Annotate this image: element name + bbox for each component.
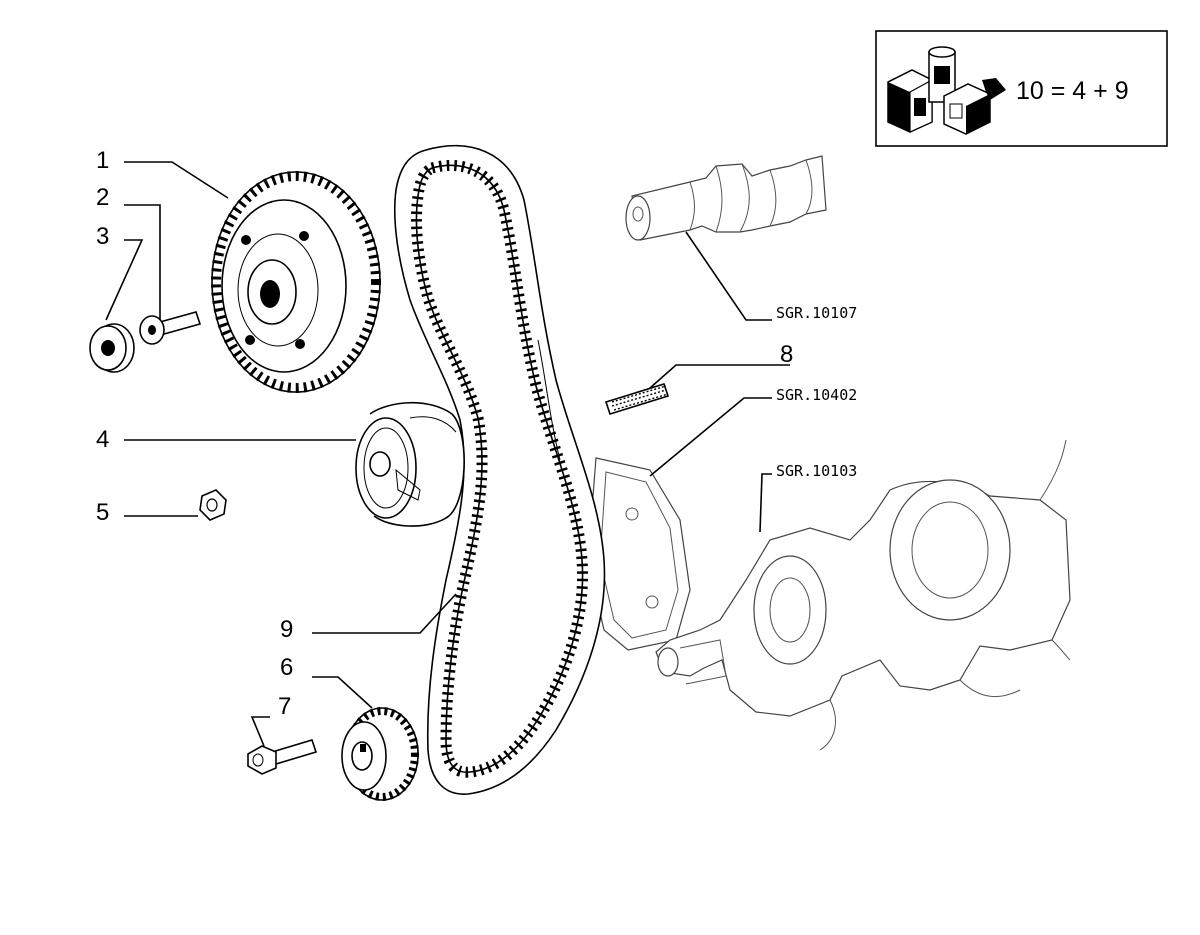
ref-camshaft: SGR.10107 xyxy=(776,304,857,322)
callout-9: 9 xyxy=(280,616,293,643)
crankshaft-pulley xyxy=(341,707,419,801)
callout-4: 4 xyxy=(96,426,109,453)
kit-formula: 10 = 4 + 9 xyxy=(1016,77,1129,105)
callout-numbers: 1 2 3 4 5 6 7 8 9 xyxy=(96,147,793,720)
parts-kit-icon xyxy=(887,46,1006,135)
timing-belt xyxy=(393,144,606,795)
callout-7: 7 xyxy=(278,693,291,720)
camshaft-pulley xyxy=(211,171,381,393)
callout-6: 6 xyxy=(280,654,293,681)
stud xyxy=(604,383,670,415)
washer xyxy=(89,323,135,373)
reference-labels: SGR.10107 SGR.10402 SGR.10103 xyxy=(776,304,857,480)
kit-box: 10 = 4 + 9 xyxy=(875,30,1168,147)
callout-8: 8 xyxy=(780,341,793,368)
leader-lines xyxy=(105,161,790,747)
tensioner-nut xyxy=(199,489,227,521)
ref-pump: SGR.10402 xyxy=(776,386,857,404)
tensioner-pulley xyxy=(355,401,465,527)
pulley-bolt xyxy=(139,311,202,345)
callout-3: 3 xyxy=(96,223,109,250)
crankshaft-ghost xyxy=(655,439,1071,751)
callout-1: 1 xyxy=(96,147,109,174)
callout-2: 2 xyxy=(96,184,109,211)
camshaft-ghost xyxy=(625,155,827,241)
crank-pulley-bolt xyxy=(247,739,318,775)
callout-5: 5 xyxy=(96,499,109,526)
ref-crankshaft: SGR.10103 xyxy=(776,462,857,480)
